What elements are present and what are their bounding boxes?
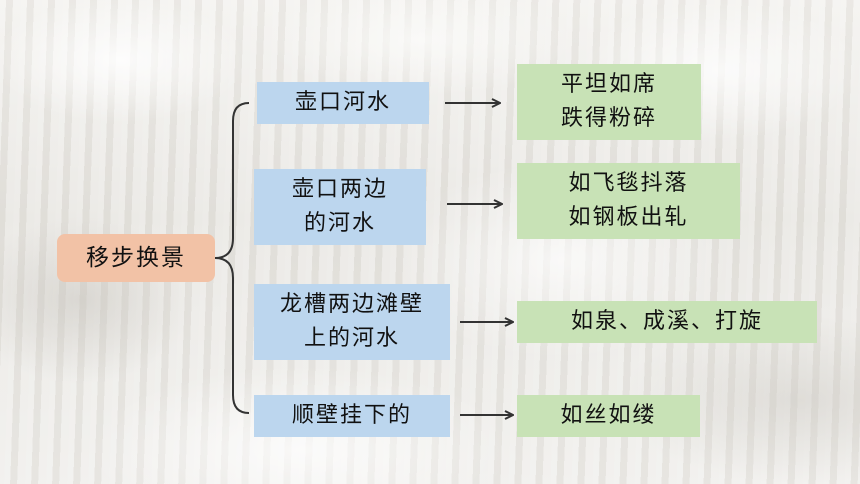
result-node-2: 如飞毯抖落 如钢板出轧 (517, 163, 740, 239)
result-node-4: 如丝如缕 (517, 395, 700, 437)
source-node-2: 壶口两边 的河水 (254, 169, 426, 245)
source-line: 龙槽两边滩壁 (279, 292, 424, 317)
source-line: 壶口两边 (291, 177, 388, 202)
source-line: 壶口河水 (294, 90, 391, 115)
result-line: 如钢板出轧 (568, 205, 689, 230)
source-node-1: 壶口河水 (257, 82, 429, 124)
result-line: 跌得粉碎 (560, 106, 657, 131)
result-line: 如丝如缕 (560, 403, 657, 428)
source-node-3: 龙槽两边滩壁 上的河水 (254, 284, 450, 360)
result-node-3: 如泉、成溪、打旋 (517, 301, 817, 343)
source-node-4: 顺壁挂下的 (254, 395, 450, 437)
source-line: 的河水 (303, 211, 376, 236)
result-line: 如泉、成溪、打旋 (570, 309, 763, 334)
root-node: 移步换景 (57, 234, 215, 282)
result-line: 平坦如席 (560, 72, 657, 97)
result-node-1: 平坦如席 跌得粉碎 (517, 64, 701, 140)
brace (214, 102, 250, 414)
root-label: 移步换景 (86, 245, 186, 271)
source-line: 上的河水 (303, 326, 400, 351)
source-line: 顺壁挂下的 (291, 403, 412, 428)
result-line: 如飞毯抖落 (568, 171, 689, 196)
